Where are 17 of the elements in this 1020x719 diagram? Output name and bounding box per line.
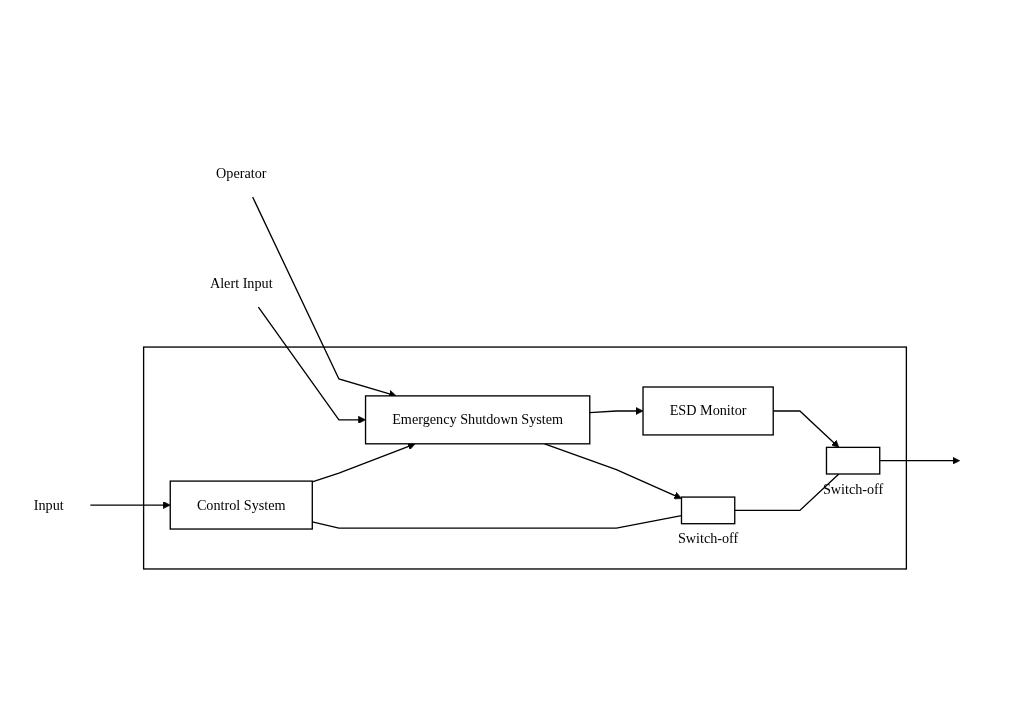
node-text: Alert Input (209, 275, 273, 291)
node-text: Operator (216, 165, 267, 181)
arrow (89, 501, 171, 510)
node-box (825, 447, 881, 476)
arrow (257, 306, 366, 425)
node-box: Emergency Shutdown System (364, 395, 591, 445)
cluster (142, 346, 908, 571)
arrow (311, 443, 416, 483)
switch-label: Switch-off (822, 481, 884, 497)
connector (734, 473, 840, 512)
node-box (680, 496, 736, 525)
node-text: Input (33, 497, 64, 513)
switch-label: Switch-off (677, 530, 739, 547)
arrow (589, 407, 644, 416)
node-box: Control System (169, 480, 313, 531)
node-box: ESD Monitor (642, 386, 774, 437)
arrow (879, 457, 960, 466)
